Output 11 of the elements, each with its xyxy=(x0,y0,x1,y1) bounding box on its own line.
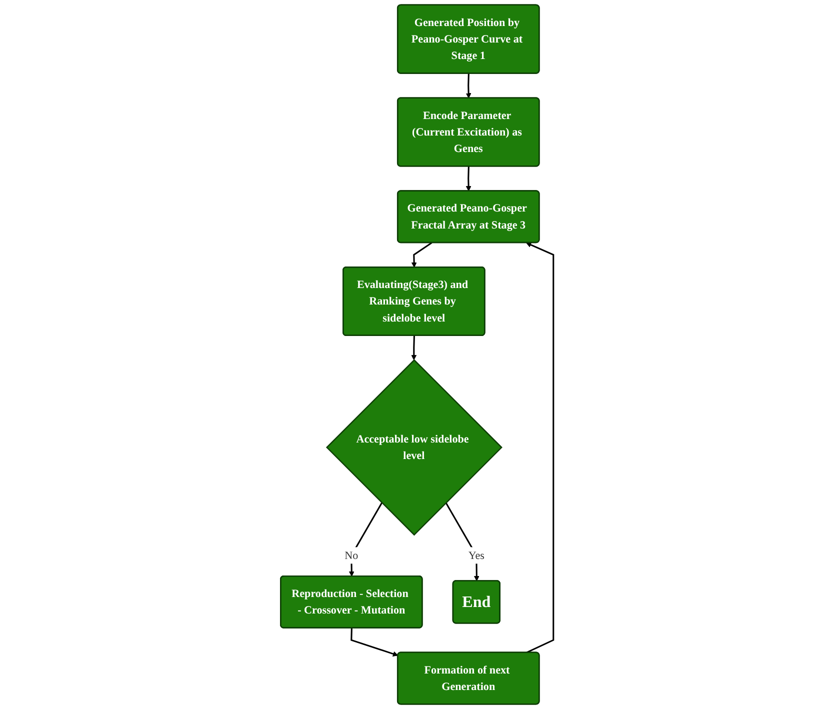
arrow xyxy=(350,628,398,656)
arrow xyxy=(466,74,472,98)
arrow xyxy=(348,502,383,577)
edge-label: No xyxy=(344,548,358,562)
arrow xyxy=(526,242,554,654)
arrow xyxy=(411,242,432,268)
edge-label: Yes xyxy=(468,548,484,562)
arrow xyxy=(445,502,480,582)
arrow xyxy=(411,336,417,360)
arrow xyxy=(466,166,472,192)
node-diamond: Acceptable low sidelobe level xyxy=(326,359,502,536)
